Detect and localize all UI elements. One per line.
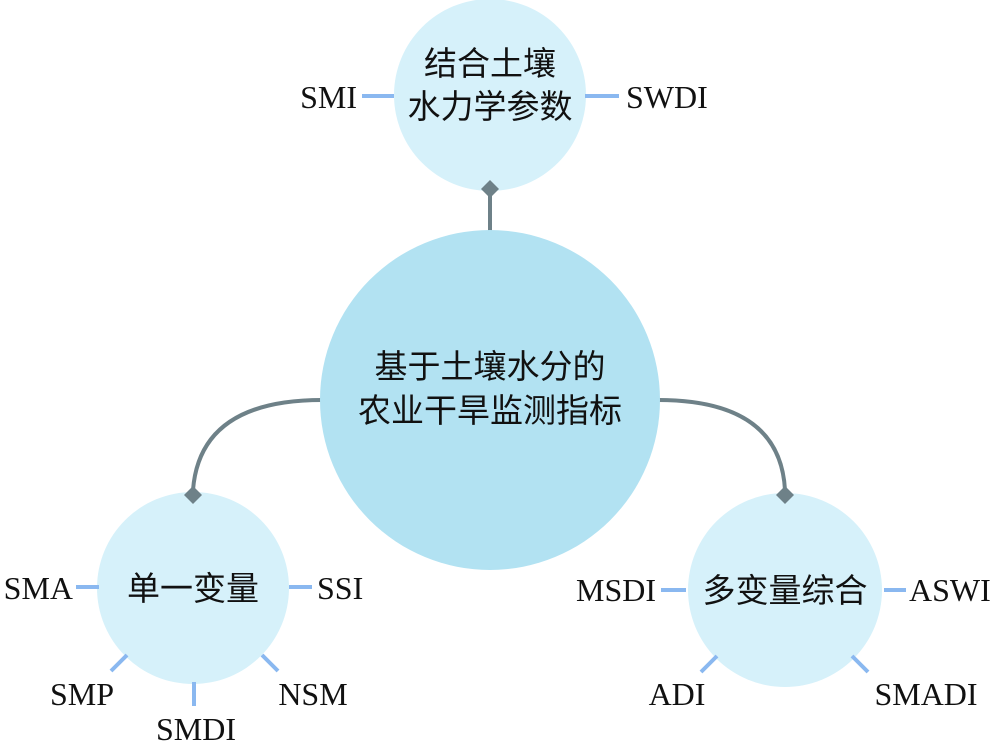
leaf-label: SSI — [317, 570, 363, 606]
leaf-label: ASWI — [909, 572, 991, 608]
leaf-line — [699, 654, 719, 674]
leaf-label: NSM — [278, 676, 347, 712]
leaf-label: SWDI — [626, 79, 708, 115]
node-left — [97, 492, 289, 684]
node-top — [394, 0, 586, 191]
node-center — [320, 230, 660, 570]
diamond-icon — [481, 180, 499, 198]
left-title: 单一变量 — [127, 571, 259, 608]
leaf-label: MSDI — [576, 572, 656, 608]
right-title: 多变量综合 — [703, 573, 868, 610]
top-title-line1: 结合土壤 — [424, 46, 556, 83]
connector-right — [657, 398, 787, 491]
leaf-line — [260, 653, 280, 673]
leaf-line — [109, 653, 129, 673]
leaf-label: ADI — [649, 676, 706, 712]
leaf-label: SMA — [4, 570, 73, 606]
leaf-line — [850, 654, 870, 674]
top-title-line2: 水力学参数 — [408, 89, 573, 126]
node-right — [688, 493, 882, 687]
leaf-label: SMI — [300, 79, 357, 115]
leaf-label: SMADI — [874, 676, 977, 712]
diamond-icon — [776, 486, 794, 504]
center-title-line1: 基于土壤水分的 — [375, 349, 606, 386]
connector-left — [191, 398, 323, 491]
leaf-label: SMDI — [156, 711, 236, 746]
diamond-icon — [184, 486, 202, 504]
leaf-label: SMP — [50, 676, 114, 712]
center-title-line2: 农业干旱监测指标 — [358, 393, 622, 430]
